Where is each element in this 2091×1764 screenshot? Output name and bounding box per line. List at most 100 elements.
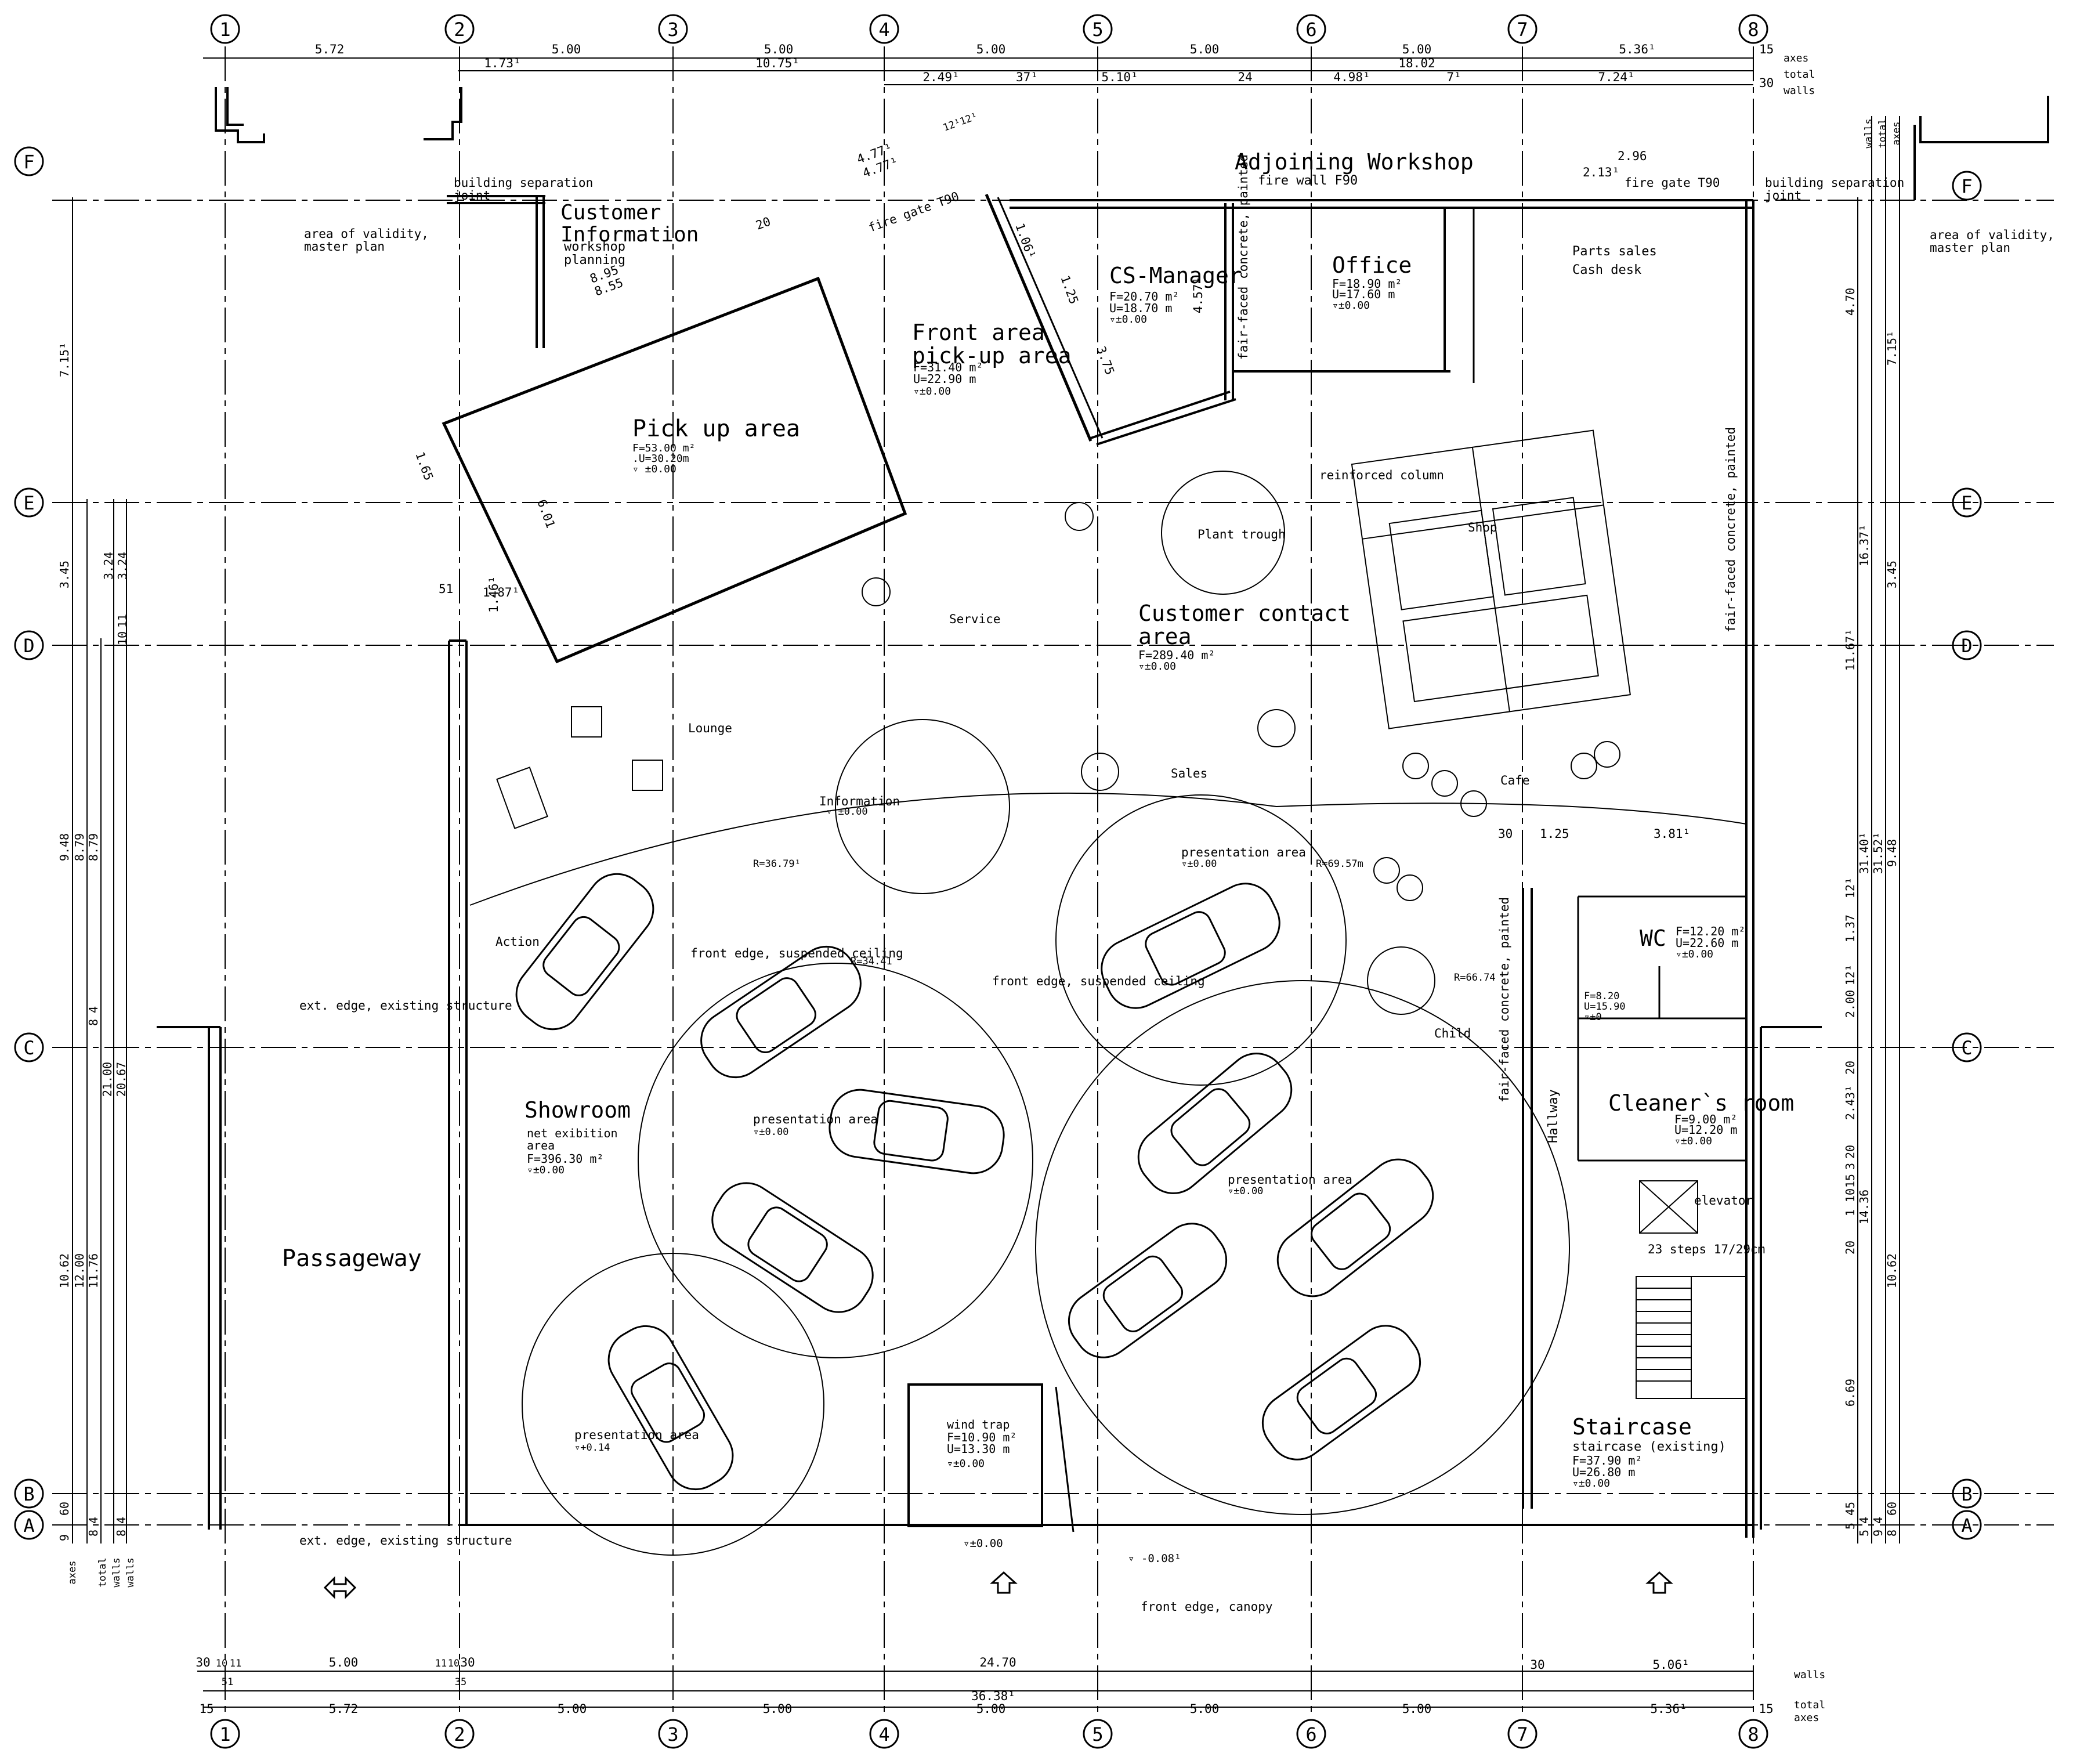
dim-right-5: 11.67¹ — [1843, 629, 1857, 671]
dim-right-29: 9 — [1871, 1530, 1885, 1537]
dim-right-15: 14.36 — [1857, 1190, 1871, 1224]
room-pickup-f: F=53.00 m² — [632, 442, 695, 454]
note-fair-faced-cs: fair-faced concrete, painted — [1236, 154, 1250, 360]
svg-text:B: B — [23, 1483, 34, 1505]
dim-right-3: 16.37¹ — [1857, 525, 1871, 566]
elevator-shaft — [1639, 1180, 1698, 1234]
room-hallway-u: U=15.90 — [1584, 1001, 1626, 1013]
grid-bubble-row-C-r: C — [1952, 1032, 1982, 1062]
cars — [515, 873, 1434, 1491]
dim-left-11: 20.67 — [114, 1062, 128, 1097]
svg-text:E: E — [23, 492, 34, 514]
room-hallway-f: F=8.20 — [1584, 991, 1619, 1002]
svg-text:3: 3 — [667, 19, 678, 41]
legend-right-axes: axes — [1891, 122, 1902, 146]
dim-left-20: 4 — [114, 1517, 128, 1524]
dim-left-22: 9 — [57, 1534, 71, 1541]
svg-text:1: 1 — [219, 19, 230, 41]
dim-457: 4.57¹ — [1191, 277, 1205, 313]
entrance-arrow-icon — [990, 1571, 1018, 1594]
dim-bot-r3-4: 5.00 — [763, 1702, 793, 1716]
note-pres-1: presentation area — [753, 1112, 878, 1126]
cafe-table — [1571, 753, 1597, 779]
dim-bot-total: 36.38¹ — [971, 1689, 1015, 1703]
dim-187: 1.87¹ — [483, 585, 519, 599]
dim-right-6: 31.40¹ — [1857, 832, 1871, 874]
presentation-circle-4 — [522, 1253, 824, 1556]
dim-left-18: 4 — [86, 1517, 100, 1524]
presentation-circle-info — [835, 719, 1010, 894]
room-windtrap-u: U=13.30 m — [947, 1442, 1010, 1456]
dim-right-8: 9.48 — [1885, 839, 1899, 867]
dim-bot-9: 30 — [1530, 1658, 1544, 1672]
dim-bot-r3-7: 5.00 — [1402, 1702, 1432, 1716]
dim-right-11: 2.00 — [1843, 990, 1857, 1018]
room-staircase-sub: staircase (existing) — [1572, 1440, 1726, 1454]
svg-text:5: 5 — [1092, 1723, 1103, 1745]
dim-right-20: 1 — [1843, 1209, 1857, 1216]
grid-bubble-row-A: A — [14, 1510, 44, 1540]
room-windtrap: wind trap — [947, 1418, 1010, 1432]
room-front-f: F=31.40 m² — [913, 360, 983, 374]
note-plant: Plant trough — [1198, 527, 1286, 541]
dim-right-1: 4.70 — [1843, 288, 1857, 316]
room-cs-lvl: ▿±0.00 — [1109, 313, 1147, 326]
svg-text:4: 4 — [878, 19, 889, 41]
note-fire-gate-2: fire gate T90 — [1625, 176, 1720, 190]
dim-left-8: 8.79 — [73, 833, 86, 861]
grid-bubble-col-4-b: 4 — [869, 1719, 899, 1749]
dim-right-21: 20 — [1843, 1241, 1857, 1255]
room-staircase-f: F=37.90 m² — [1572, 1454, 1642, 1467]
room-cleaner-f: F=9.00 m² — [1674, 1112, 1737, 1126]
dim-1-25: 1.25 — [1540, 827, 1569, 841]
left-dimensions — [72, 197, 127, 1544]
dim-left-5: 10 — [115, 631, 129, 645]
dim-left-10: 21.00 — [100, 1062, 114, 1097]
cafe-table — [1373, 857, 1400, 884]
grid-bubble-row-D-r: D — [1952, 630, 1982, 660]
dim-top-5: 5.00 — [1190, 42, 1220, 56]
grid-bubble-col-8-b: 8 — [1738, 1719, 1768, 1749]
note-pres-2-lvl: ▿±0.00 — [1181, 858, 1217, 870]
svg-text:F: F — [23, 151, 34, 173]
dim-12: 12¹12¹ — [942, 111, 979, 134]
right-dimension-text: 4.70 7.15¹ 16.37¹ 3.45 11.67¹ 31.40¹ 31.… — [1843, 118, 1902, 1537]
legend-left-axes: axes — [67, 1561, 78, 1585]
lounge-chair — [632, 760, 663, 791]
room-wc-f: F=12.20 m² — [1676, 924, 1745, 938]
dim-top-r3-4: 24 — [1238, 70, 1252, 84]
grid-bubble-col-2: 2 — [444, 14, 475, 44]
legend-axes-bot: axes — [1794, 1712, 1819, 1724]
dim-top-r2-3: 18.02 — [1398, 56, 1435, 70]
legend-walls-top: walls — [1784, 85, 1815, 97]
car-showroom-3 — [711, 1182, 874, 1313]
grid-bubble-row-E-r: E — [1952, 487, 1982, 518]
grid-bubble-col-7-b: 7 — [1507, 1719, 1538, 1749]
cash-desk: Cash desk — [1572, 263, 1641, 277]
dim-top-r3-5: 4.98¹ — [1333, 70, 1370, 84]
note-r2: R=69.57m — [1316, 858, 1363, 870]
note-shop: Shop — [1468, 520, 1497, 534]
dim-right-22: 10.62 — [1885, 1253, 1899, 1288]
svg-text:C: C — [1961, 1037, 1972, 1059]
svg-text:1: 1 — [219, 1723, 230, 1745]
room-office-f: F=18.90 m² — [1332, 277, 1402, 291]
dim-right-31: 8 — [1885, 1530, 1899, 1537]
bottom-dimension-text: 30 10 11 5.00 11 10 30 24.70 30 5.06¹ 51… — [196, 1655, 1825, 1724]
room-cleaner-u: U=12.20 m — [1674, 1123, 1737, 1137]
room-windtrap-f: F=10.90 m² — [947, 1430, 1016, 1444]
note-reinforced: reinforced column — [1319, 468, 1444, 482]
left-dimension-text: 7.15¹ 3.45 3.24 3.24 10 11 9.48 8.79 8.7… — [57, 342, 136, 1588]
note-fire-gate-1: fire gate T90 — [867, 189, 961, 235]
presentation-circle-1 — [638, 963, 1033, 1358]
presentation-circle-3 — [1035, 980, 1570, 1515]
dim-381: 3.81¹ — [1654, 827, 1690, 841]
dim-125: 1.25 — [1058, 274, 1081, 306]
dim-bot-3: 11 — [230, 1658, 241, 1669]
room-cs-f: F=20.70 m² — [1109, 290, 1179, 303]
note-pres-4: presentation area — [574, 1428, 699, 1442]
dim-146: 1.46¹ — [487, 576, 501, 613]
cafe-table — [1402, 753, 1429, 779]
